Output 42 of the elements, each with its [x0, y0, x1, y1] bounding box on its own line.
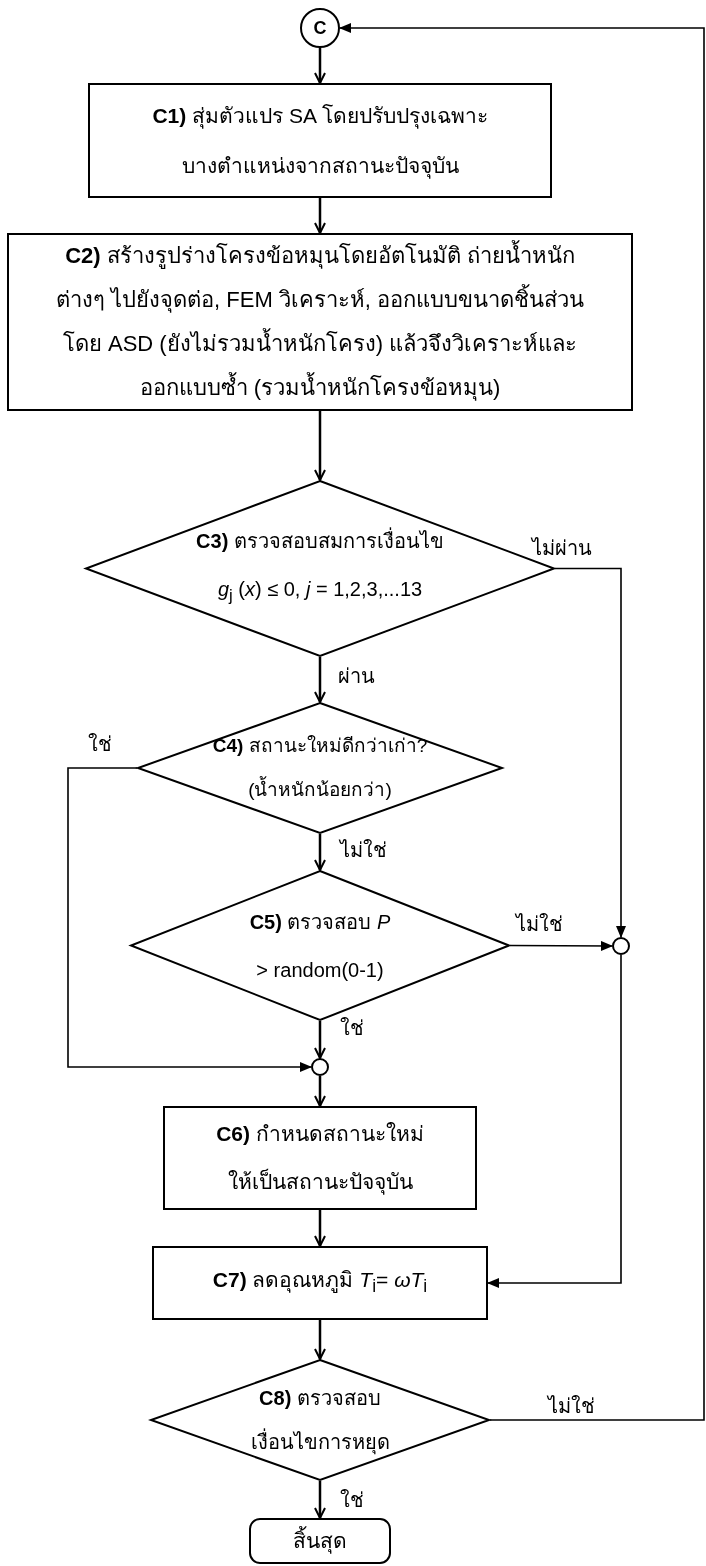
- arrow: [314, 657, 326, 703]
- arrow: [314, 48, 326, 84]
- step-text: C5) ตรวจสอบ P > random(0-1): [248, 909, 392, 983]
- arrow: [314, 1320, 326, 1360]
- edge-label: ผ่าน: [338, 664, 375, 688]
- edge-label: ไม่ใช่: [516, 912, 563, 936]
- edge-label: ใช่: [340, 1016, 364, 1040]
- process-box: [152, 1246, 488, 1320]
- arrow: [314, 834, 326, 871]
- arrow: [509, 940, 613, 951]
- edge-label: ไม่ใช่: [548, 1394, 595, 1418]
- arrow: [554, 567, 626, 938]
- arrow: [314, 411, 326, 481]
- connector-circle: [300, 8, 340, 48]
- arrow: [67, 767, 312, 1072]
- decision-diamond: [137, 702, 503, 834]
- edge-label: ใช่: [340, 1488, 364, 1512]
- arrow: [339, 23, 705, 1421]
- step-text: C2) สร้างรูปร่างโครงข้อหมุนโดยอัตโนมัติ ถ่ายน้ำหนักต่างๆ ไปยังจุดต่อ, FEM วิเคราะห์, ออกแบบขนาดชิ้นส่วนโดย ASD (ยังไม่รวมน้ำหนักโครง) แล้วจึงวิเคราะห์และออกแบบซ้ำ (รวมน้ำหนักโครงข้อหมุน): [55, 234, 585, 410]
- edge-label: ไม่ใช่: [340, 838, 387, 862]
- edge-label: ไม่ผ่าน: [532, 536, 592, 560]
- step-text: C1) สุ่มตัวแปร SA โดยปรับปรุงเฉพาะบางตำแหน่งจากสถานะปัจจุบัน: [151, 102, 489, 181]
- junction-circle: [612, 937, 630, 955]
- arrow: [314, 1210, 326, 1247]
- step-text: C4) สถานะใหม่ดีกว่าเก่า? (น้ำหนักน้อยกว่า): [211, 734, 429, 802]
- decision-diamond: [150, 1359, 490, 1481]
- junction-circle: [311, 1058, 329, 1076]
- arrow: [314, 1481, 326, 1519]
- step-text: C8) ตรวจสอบเงื่อนไขการหยุด: [249, 1386, 391, 1457]
- step-text: C7) ลดอุณหภูมิ T$_{i}$= ωT$_{i}$: [211, 1266, 429, 1299]
- arrow: [314, 198, 326, 234]
- step-text: สิ้นสุด: [250, 1521, 390, 1561]
- arrow: [314, 1021, 326, 1059]
- step-text: C3) ตรวจสอบสมการเงื่อนไข g$_{j}$ (x) ≤ 0, j = 1,2,3,...13: [189, 517, 451, 620]
- edge-label: ใช่: [88, 732, 112, 756]
- arrow: [314, 1076, 326, 1107]
- arrow: [487, 954, 622, 1288]
- process-box: [88, 83, 552, 198]
- process-box: [7, 233, 633, 411]
- step-text: C6) กำหนดสถานะใหม่ให้เป็นสถานะปัจจุบัน: [215, 1121, 425, 1197]
- connector-letter: C: [312, 17, 328, 40]
- process-box: [163, 1106, 477, 1210]
